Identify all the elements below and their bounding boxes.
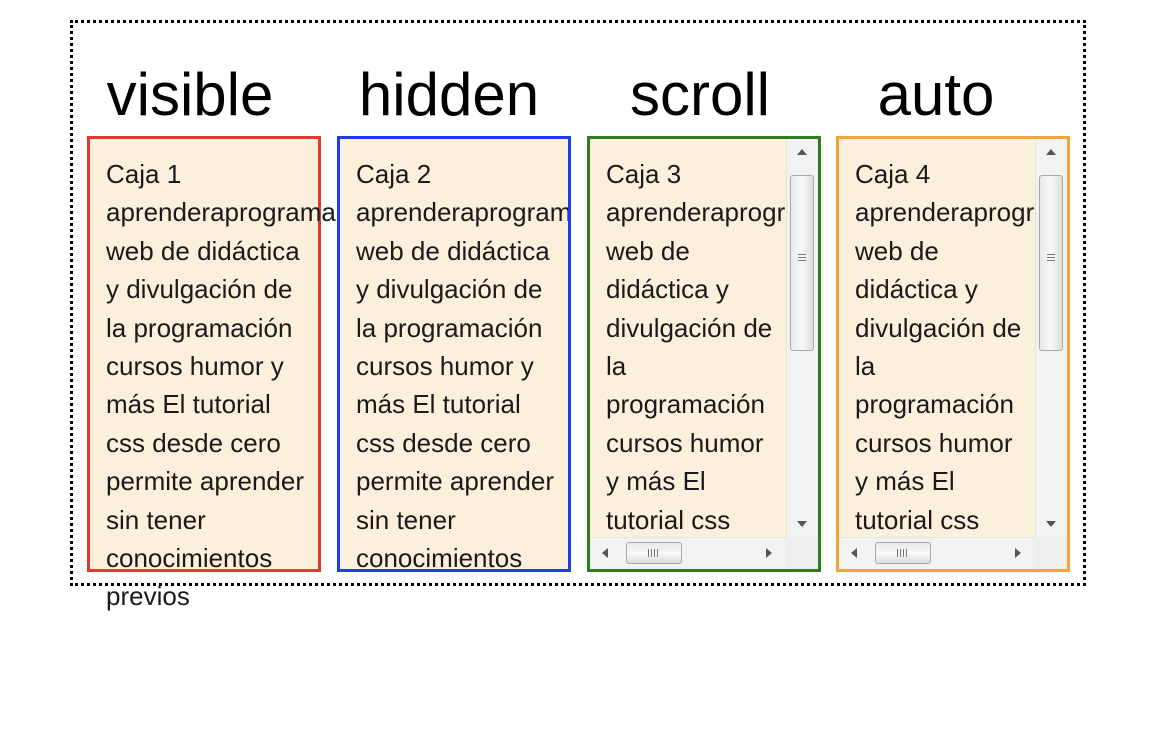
horizontal-scroll-thumb[interactable] [875, 542, 931, 564]
scroll-up-arrow-icon[interactable] [1046, 149, 1056, 155]
box-hidden-text: Caja 2 aprenderaprogramar.com web de did… [356, 159, 571, 572]
scroll-up-arrow-icon[interactable] [797, 149, 807, 155]
title-auto: auto [877, 61, 995, 128]
title-hidden: hidden [358, 61, 540, 128]
grip-icon [798, 254, 806, 263]
scrollbar-corner [1035, 537, 1067, 569]
box-visible-text: Caja 1 aprenderaprogramar.com web de did… [106, 159, 400, 612]
vertical-scroll-thumb[interactable] [1039, 175, 1063, 351]
title-scroll: scroll [629, 61, 770, 128]
box-hidden: Caja 2 aprenderaprogramar.com web de did… [337, 136, 571, 572]
horizontal-scrollbar[interactable] [839, 537, 1035, 569]
box-auto-text: Caja 4 aprenderaprogramar.com web de did… [855, 159, 1070, 569]
scroll-down-arrow-icon[interactable] [797, 521, 807, 527]
scroll-right-arrow-icon[interactable] [766, 548, 772, 558]
box-scroll[interactable]: Caja 3 aprenderaprogramar.com web de did… [587, 136, 821, 572]
vertical-scroll-thumb[interactable] [790, 175, 814, 351]
vertical-scrollbar[interactable] [786, 139, 818, 537]
grip-icon [648, 549, 658, 557]
scroll-left-arrow-icon[interactable] [851, 548, 857, 558]
horizontal-scroll-thumb[interactable] [626, 542, 682, 564]
grip-icon [1047, 254, 1055, 263]
dotted-container [70, 20, 1086, 586]
scroll-down-arrow-icon[interactable] [1046, 521, 1056, 527]
scroll-left-arrow-icon[interactable] [602, 548, 608, 558]
scrollbar-corner [786, 537, 818, 569]
scroll-right-arrow-icon[interactable] [1015, 548, 1021, 558]
title-visible: visible [106, 61, 274, 128]
horizontal-scrollbar[interactable] [590, 537, 786, 569]
box-auto[interactable]: Caja 4 aprenderaprogramar.com web de did… [836, 136, 1070, 572]
vertical-scrollbar[interactable] [1035, 139, 1067, 537]
grip-icon [897, 549, 907, 557]
box-visible: Caja 1 aprenderaprogramar.com web de did… [87, 136, 399, 611]
box-scroll-text: Caja 3 aprenderaprogramar.com web de did… [606, 159, 821, 569]
